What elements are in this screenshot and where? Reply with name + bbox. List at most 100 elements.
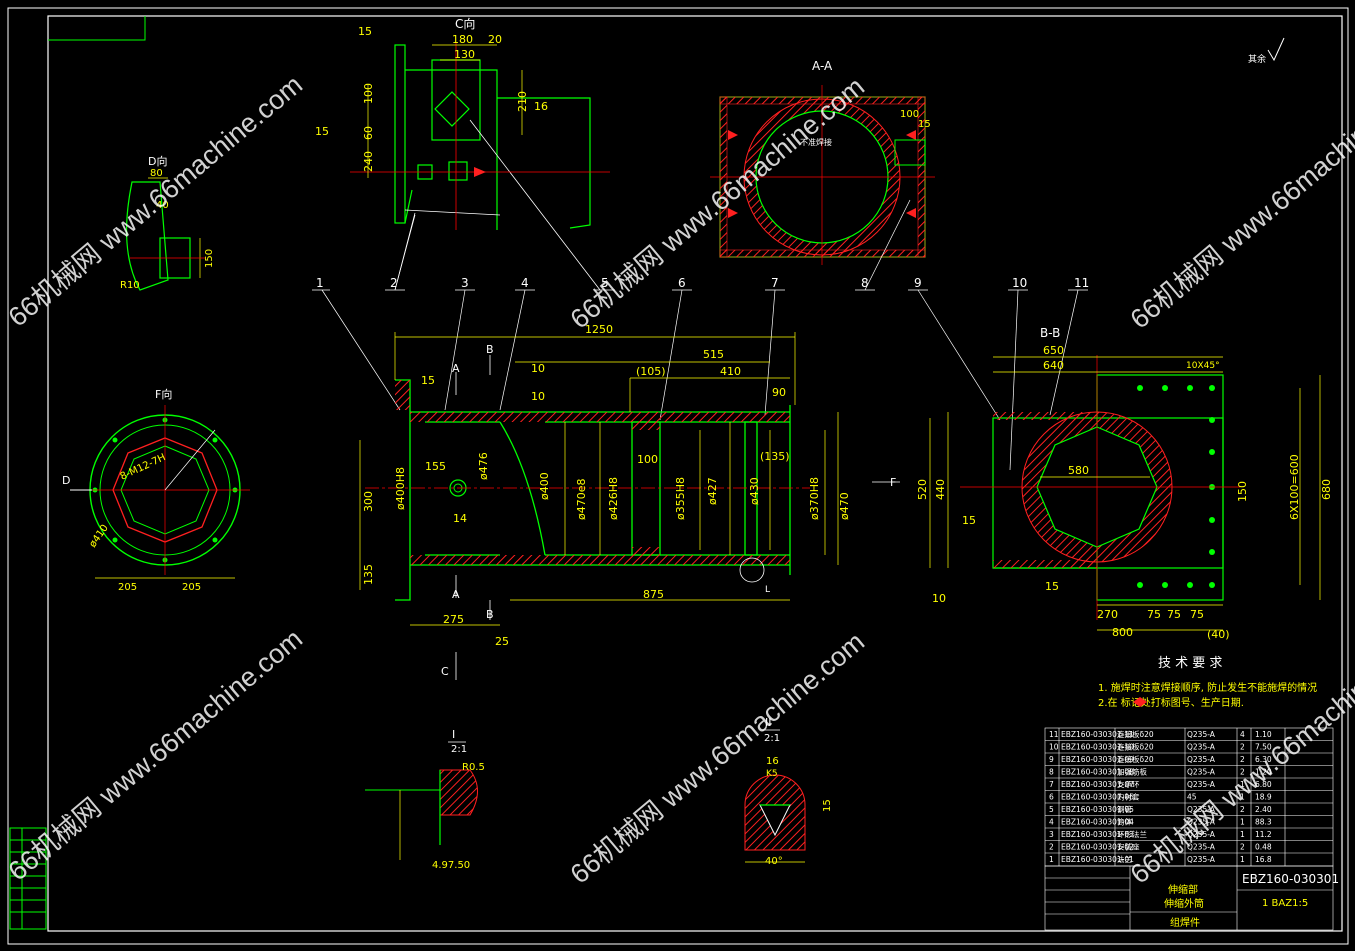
dim-bb-75-a: 75 — [1147, 608, 1161, 621]
svg-text:3: 3 — [1049, 830, 1054, 839]
balloon-leaders — [312, 199, 1088, 471]
dim-d-r10: R10 — [120, 280, 140, 291]
dim-det2-k5: K5 — [766, 769, 778, 779]
svg-text:0.48: 0.48 — [1255, 843, 1272, 852]
part-category: 组焊件 — [1170, 916, 1200, 929]
detail-2-scale: 2:1 — [764, 733, 780, 744]
balloon-6: 6 — [678, 276, 686, 290]
dim-bb-520: 520 — [916, 479, 929, 500]
svg-text:9: 9 — [1049, 755, 1054, 764]
svg-text:1: 1 — [1240, 818, 1245, 827]
sec-b-top: B — [486, 343, 494, 356]
dim-f-410: ø410 — [87, 523, 110, 550]
dim-main-105: (105) — [636, 365, 666, 378]
dim-c-210: 210 — [516, 91, 529, 112]
section-bb-label: B-B — [1040, 326, 1060, 340]
dim-main-515: 515 — [703, 348, 724, 361]
dim-bb-440: 440 — [934, 479, 947, 500]
svg-text:7.50: 7.50 — [1255, 743, 1272, 752]
aa-note: 不准焊接 — [800, 137, 832, 147]
dim-phi400: ø400 — [538, 472, 551, 500]
detail-1-numeral: I — [452, 728, 455, 741]
weld-15-bb-b: 15 — [1045, 580, 1059, 593]
view-d: D向 80 40 150 R10 — [120, 154, 215, 291]
balloon-4: 4 — [521, 276, 529, 290]
svg-text:加强筋板: 加强筋板 — [1117, 767, 1147, 777]
view-c: C向 180 130 20 100 — [315, 16, 610, 291]
svg-text:1: 1 — [1049, 855, 1054, 864]
svg-text:EBZ160-030301-05: EBZ160-030301-05 — [1061, 805, 1134, 814]
dim-main-25: 25 — [495, 635, 509, 648]
svg-text:8: 8 — [1049, 768, 1054, 777]
balloon-8: 8 — [861, 276, 869, 290]
svg-text:2.40: 2.40 — [1255, 805, 1272, 814]
weld-10-main-2: 10 — [531, 390, 545, 403]
dim-bb-640: 640 — [1043, 359, 1064, 372]
svg-text:11.2: 11.2 — [1255, 830, 1272, 839]
dim-bb-680: 680 — [1320, 479, 1333, 500]
svg-text:18.9: 18.9 — [1255, 793, 1272, 802]
svg-text:连接板δ20: 连接板δ20 — [1117, 742, 1154, 752]
svg-text:法兰: 法兰 — [1117, 854, 1133, 864]
dim-main-300: 300 — [362, 491, 375, 512]
dim-main-155: 155 — [425, 460, 446, 473]
part-name-1: 伸缩部 — [1168, 883, 1198, 896]
svg-text:Q235-A: Q235-A — [1187, 843, 1216, 852]
svg-text:6.30: 6.30 — [1255, 755, 1272, 764]
svg-text:2: 2 — [1240, 743, 1245, 752]
arrow-c-label: C — [441, 665, 449, 678]
dim-phi476: ø476 — [477, 452, 490, 480]
dim-main-135: 135 — [362, 564, 375, 585]
svg-text:5: 5 — [1049, 805, 1054, 814]
view-f: F向 8-M12-7H ø410 205 205 D — [62, 387, 250, 593]
dim-bb-270: 270 — [1097, 608, 1118, 621]
weld-10-bb: 10 — [932, 592, 946, 605]
svg-text:EBZ160-030301-03: EBZ160-030301-03 — [1061, 830, 1134, 839]
svg-text:EBZ160-030301-02: EBZ160-030301-02 — [1061, 843, 1134, 852]
sec-b-bottom: B — [486, 608, 494, 621]
svg-text:Q235-A: Q235-A — [1187, 855, 1216, 864]
detail-1: I 2:1 R0.5 4.97.50 — [365, 728, 485, 871]
svg-text:Q235-A: Q235-A — [1187, 768, 1216, 777]
svg-text:Q235-A: Q235-A — [1187, 755, 1216, 764]
svg-text:Q235-A: Q235-A — [1187, 818, 1216, 827]
dim-main-1250: 1250 — [585, 323, 613, 336]
dim-phi430: ø430 — [748, 477, 761, 505]
title-block: EBZ160-030301 伸缩部 伸缩外筒 组焊件 1 BAZ1:5 — [1164, 872, 1339, 929]
svg-text:EBZ160-030301-10: EBZ160-030301-10 — [1061, 743, 1134, 752]
balloon-2: 2 — [390, 276, 398, 290]
dim-c-240: 240 — [362, 151, 375, 172]
dim-d-150: 150 — [204, 249, 215, 268]
dim-c-16: 16 — [534, 100, 548, 113]
bom-table — [1044, 727, 1334, 931]
technical-notes: 技 术 要 求 1. 施焊时注意焊接顺序, 防止发生不能施焊的情况 2.在 标记… — [1098, 37, 1317, 709]
svg-text:1: 1 — [1240, 830, 1245, 839]
dim-aa-100: 100 — [900, 109, 919, 120]
svg-text:16.8: 16.8 — [1255, 855, 1272, 864]
detail-l-label: L — [765, 585, 770, 595]
section-aa: A-A 不准焊接 100 15 — [710, 59, 935, 265]
detail-2: II 2:1 16 K5 15 40° — [744, 716, 833, 867]
svg-text:1.10: 1.10 — [1255, 730, 1272, 739]
dim-det2-16: 16 — [766, 756, 779, 767]
svg-text:6: 6 — [1049, 793, 1054, 802]
scale-note: 1 BAZ1:5 — [1262, 898, 1308, 909]
svg-text:2: 2 — [1240, 843, 1245, 852]
weld-15-main: 15 — [421, 374, 435, 387]
dim-phi355h8: ø355H8 — [674, 477, 687, 520]
dim-c-130: 130 — [454, 48, 475, 61]
weld-14-main: 14 — [453, 512, 467, 525]
svg-text:安装座: 安装座 — [1117, 842, 1140, 852]
svg-text:EBZ160-030301-07: EBZ160-030301-07 — [1061, 780, 1134, 789]
notes-line-2: 2.在 标记处打标图号、生产日期. — [1098, 696, 1244, 709]
